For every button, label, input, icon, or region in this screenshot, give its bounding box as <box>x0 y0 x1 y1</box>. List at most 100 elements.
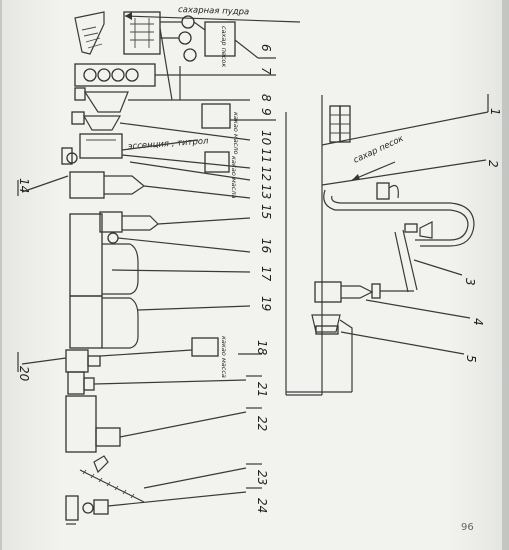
label-sugar-powder: сахарная пудра <box>178 5 249 17</box>
leader-13 <box>143 185 251 199</box>
unit-15 <box>99 211 123 233</box>
num-13: 13 <box>259 184 273 199</box>
top-group: сахарная пудра сахар песок 6 <box>74 5 301 67</box>
label-box-6: сахар песок <box>220 26 228 67</box>
mill-top-box <box>123 11 161 55</box>
leader-5 <box>340 331 465 355</box>
mixer-bowl <box>83 91 129 113</box>
screw-threads <box>81 26 103 49</box>
leader-10 <box>119 122 251 141</box>
unit-24-box <box>93 499 109 515</box>
unit-22 <box>65 395 97 453</box>
num-8: 8 <box>259 94 273 102</box>
leader-11 <box>121 154 251 169</box>
leader-21 <box>93 379 247 385</box>
num-3: 3 <box>463 278 477 286</box>
num-21: 21 <box>255 382 269 397</box>
unit-21-side <box>83 377 95 391</box>
num-1: 1 <box>488 108 502 116</box>
conn-mill-mixer <box>159 27 173 101</box>
num-18: 18 <box>255 340 269 356</box>
chute-23 <box>93 455 109 474</box>
arrow-sugar-sand <box>351 161 396 181</box>
conveyor-23-hatch <box>82 469 135 499</box>
line-powder <box>124 15 301 23</box>
leader-20 <box>21 357 67 365</box>
leader-6 <box>234 39 259 59</box>
unit-15-nozzle <box>122 215 159 231</box>
num-5: 5 <box>464 355 478 363</box>
num-2: 2 <box>486 160 500 168</box>
label-sugar-sand: сахар песок <box>352 133 406 165</box>
num-22: 22 <box>255 416 269 431</box>
num-24: 24 <box>255 498 269 513</box>
pump-16 <box>107 232 119 244</box>
hopper-top <box>419 221 433 239</box>
scale-bowl <box>311 314 341 333</box>
tank-9 <box>201 103 231 129</box>
scale-arm <box>339 319 353 340</box>
leader-24 <box>107 491 247 507</box>
mill-top-grid <box>130 18 154 48</box>
conn-gauge-box <box>193 21 206 31</box>
elevator-head <box>404 223 418 233</box>
conche-box <box>79 133 123 159</box>
num-15: 15 <box>259 204 273 219</box>
leader-1 <box>321 111 489 146</box>
refiner-body <box>82 115 122 131</box>
conveyor-23 <box>79 469 145 503</box>
num-16: 16 <box>259 238 273 254</box>
num-23: 23 <box>255 470 269 485</box>
leader-22 <box>119 411 247 438</box>
tank-11 <box>204 151 230 173</box>
scale-base <box>315 325 339 335</box>
num-20: 20 <box>17 366 31 382</box>
tempering-box <box>69 171 105 199</box>
box-6 <box>204 21 236 57</box>
sugar-line-group: 1 сахар песок 2 3 4 5 <box>285 94 502 396</box>
elevator-rail-b <box>402 229 418 291</box>
gauge-low <box>183 48 197 62</box>
tank-17-right <box>102 243 139 295</box>
leader-19 <box>137 305 251 311</box>
main-column: 7 8 какао масло 9 10 эссенция , титрол к… <box>17 27 276 525</box>
num-9: 9 <box>259 108 273 116</box>
leader-3 <box>413 259 463 276</box>
roller-4 <box>125 68 139 82</box>
elevator-rail-a <box>394 231 409 293</box>
roller-1 <box>83 68 97 82</box>
sugar-sacks <box>329 105 351 143</box>
refiner-motor <box>71 111 85 125</box>
leader-2 <box>321 159 487 186</box>
mill-box <box>314 281 342 303</box>
unit-20-side <box>87 355 101 367</box>
unit-21 <box>67 371 85 395</box>
tank-19-right <box>102 297 139 349</box>
leader-14 <box>21 175 69 193</box>
page-number: 96 <box>461 522 474 533</box>
tank-17-left <box>69 213 103 297</box>
num-17: 17 <box>259 266 273 282</box>
mixer-motor <box>74 87 86 101</box>
gauge-mid <box>178 31 192 45</box>
tank-18 <box>191 337 219 357</box>
num-10: 10 <box>259 130 273 146</box>
melanger-housing <box>74 63 156 87</box>
num-4: 4 <box>471 318 485 326</box>
conveyor-loop-inner <box>331 195 475 247</box>
feeder-small <box>376 182 390 200</box>
arrow-head-sugar <box>352 174 360 180</box>
unit-24 <box>65 495 79 521</box>
arrow-powder <box>125 12 132 20</box>
num-6: 6 <box>259 44 273 52</box>
conn-18 <box>99 349 193 357</box>
label-box-18: какао масса <box>220 336 228 378</box>
leader-4 <box>365 299 471 319</box>
unit-20 <box>65 349 89 373</box>
mill-motor <box>371 283 381 299</box>
mill-cone <box>341 285 374 299</box>
leader-15 <box>157 217 251 225</box>
num-12: 12 <box>259 166 273 181</box>
unit-22-side <box>95 427 121 447</box>
conveyor-loop <box>323 189 469 241</box>
